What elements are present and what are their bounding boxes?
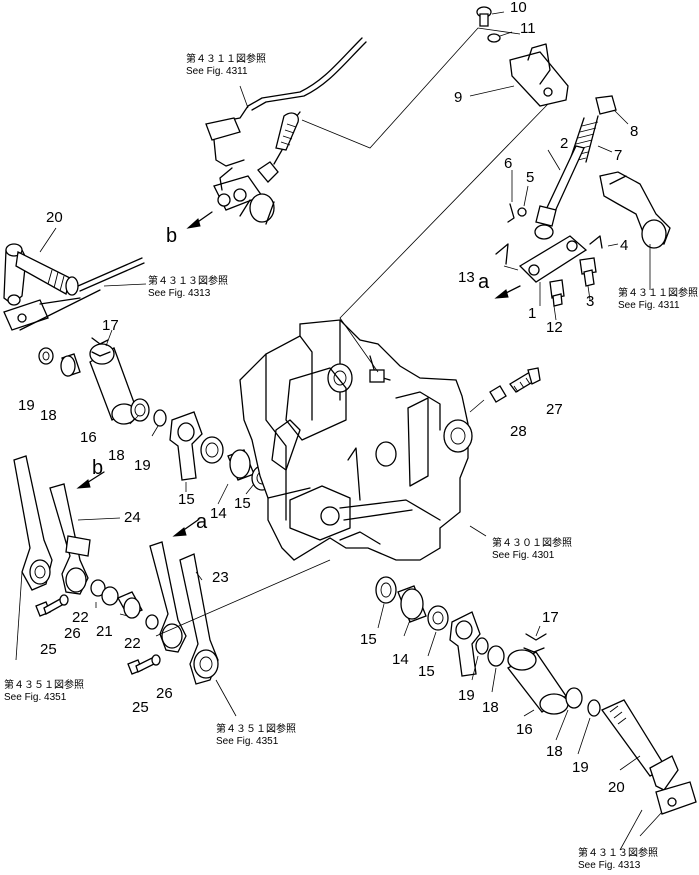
- part-number-6: 6: [504, 155, 512, 172]
- ref-see-fig-4351-middle: 第４３５１図参照 See Fig. 4351: [216, 722, 296, 747]
- part-number-17-lower: 17: [542, 609, 559, 626]
- part-number-labels: 10 11 9 8 2 7 6 5 4 13 3 1 12 20 17 19 1…: [18, 0, 638, 796]
- ref-jp-text: 第４３０１図参照: [492, 536, 572, 549]
- part-number-19-lower-a: 19: [458, 687, 475, 704]
- part-number-22-left: 22: [72, 609, 89, 626]
- part-number-18-lower-a: 18: [482, 699, 499, 716]
- part-number-15-lower-b: 15: [418, 663, 435, 680]
- part-number-24: 24: [124, 509, 141, 526]
- part-number-11: 11: [520, 20, 536, 37]
- part-number-17-upper: 17: [102, 317, 119, 334]
- part-number-5: 5: [526, 169, 534, 186]
- ref-jp-text: 第４３１３図参照: [148, 274, 228, 287]
- view-letter-a-lower: a: [196, 511, 208, 533]
- lower-left-levers: [13, 455, 159, 661]
- part-number-14-lower: 14: [392, 651, 409, 668]
- ref-see-fig-4301: 第４３０１図参照 See Fig. 4301: [492, 536, 572, 561]
- part-number-2: 2: [560, 135, 568, 152]
- part-number-15-upper-a: 15: [178, 491, 195, 508]
- part-number-14-upper: 14: [210, 505, 227, 522]
- part-number-19-left: 19: [18, 397, 35, 414]
- right-bearing-stack: [375, 576, 697, 837]
- upper-right-linkage: [476, 6, 671, 307]
- drawing: [3, 6, 697, 851]
- part-number-3: 3: [586, 293, 594, 310]
- view-letter-a-upper: a: [478, 271, 490, 293]
- middle-levers: [127, 541, 331, 717]
- ref-jp-text: 第４３１１図参照: [618, 286, 698, 299]
- part-number-8: 8: [630, 123, 638, 140]
- part-number-1: 1: [528, 305, 536, 322]
- ref-jp-text: 第４３５１図参照: [216, 722, 296, 735]
- ref-en-text: See Fig. 4301: [492, 550, 555, 561]
- part-number-21: 21: [96, 623, 113, 640]
- bolt-and-nut: [469, 367, 541, 413]
- leader-lines: [39, 11, 641, 771]
- part-number-7: 7: [614, 147, 622, 164]
- ref-see-fig-4311-top: 第４３１１図参照 See Fig. 4311: [186, 52, 266, 77]
- part-number-9: 9: [454, 89, 462, 106]
- part-number-15-lower-a: 15: [360, 631, 377, 648]
- part-number-22-right: 22: [124, 635, 141, 652]
- part-number-12: 12: [546, 319, 563, 336]
- part-number-13: 13: [458, 269, 475, 286]
- part-number-15-upper-b: 15: [234, 495, 251, 512]
- view-letter-labels: b a b a: [92, 225, 490, 533]
- part-number-10: 10: [510, 0, 527, 16]
- part-number-20-lower: 20: [608, 779, 625, 796]
- left-bearing-stack: [38, 337, 273, 491]
- ref-jp-text: 第４３５１図参照: [4, 678, 84, 691]
- figure-references: 第４３１１図参照 See Fig. 4311 第４３１１図参照 See Fig.…: [4, 52, 698, 871]
- ref-en-text: See Fig. 4351: [4, 692, 67, 703]
- part-number-20-upper: 20: [46, 209, 63, 226]
- ref-see-fig-4351-left: 第４３５１図参照 See Fig. 4351: [4, 678, 84, 703]
- part-number-18-lower-b: 18: [546, 743, 563, 760]
- part-number-26-mid: 26: [156, 685, 173, 702]
- part-number-18-mid: 18: [108, 447, 125, 464]
- ref-see-fig-4313-bottom: 第４３１３図参照 See Fig. 4313: [578, 846, 658, 871]
- part-number-4: 4: [620, 237, 628, 254]
- view-arrows: [76, 211, 521, 537]
- part-number-18-left: 18: [40, 407, 57, 424]
- part-number-25-mid: 25: [132, 699, 149, 716]
- view-letter-b-upper: b: [166, 225, 177, 247]
- ref-en-text: See Fig. 4313: [148, 288, 211, 299]
- part-number-16-lower: 16: [516, 721, 533, 738]
- view-letter-b-lower: b: [92, 457, 103, 479]
- ref-en-text: See Fig. 4351: [216, 736, 279, 747]
- part-number-25-left: 25: [40, 641, 57, 658]
- left-shaft-assembly: [3, 243, 145, 331]
- part-number-26-left: 26: [64, 625, 81, 642]
- main-housing: [239, 319, 473, 561]
- ref-jp-text: 第４３１３図参照: [578, 846, 658, 859]
- part-number-28: 28: [510, 423, 527, 440]
- upper-left-cable-assembly: [205, 37, 367, 225]
- ref-see-fig-4313-left: 第４３１３図参照 See Fig. 4313: [148, 274, 228, 299]
- part-number-19-lower-b: 19: [572, 759, 589, 776]
- part-number-16-left: 16: [80, 429, 97, 446]
- ref-en-text: See Fig. 4311: [186, 66, 248, 77]
- part-number-27: 27: [546, 401, 563, 418]
- ref-en-text: See Fig. 4313: [578, 860, 641, 871]
- ref-jp-text: 第４３１１図参照: [186, 52, 266, 65]
- part-number-19-mid: 19: [134, 457, 151, 474]
- ref-en-text: See Fig. 4311: [618, 300, 680, 311]
- ref-see-fig-4911-right: 第４３１１図参照 See Fig. 4311: [618, 286, 698, 311]
- part-number-23: 23: [212, 569, 229, 586]
